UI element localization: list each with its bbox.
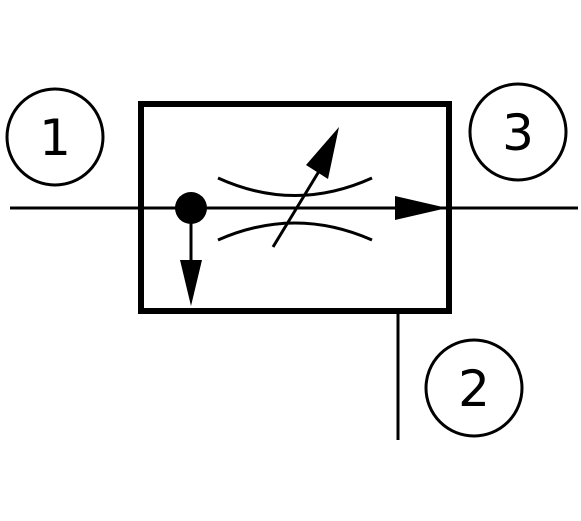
port-2-label: 2 — [458, 360, 490, 418]
throttle-curve-top — [217, 176, 373, 197]
flow-arrow-head — [395, 196, 447, 220]
down-arrow-head — [180, 260, 202, 306]
port-1-marker: 1 — [5, 87, 105, 187]
adjustable-arrow-head — [306, 127, 339, 179]
port-1-label: 1 — [39, 109, 71, 167]
port-3-circle — [468, 82, 568, 182]
port-3-label: 3 — [502, 104, 534, 162]
adjustable-arrow-stem — [271, 162, 326, 248]
valve-body — [138, 101, 452, 314]
port-1-circle — [5, 87, 105, 187]
port-2-circle — [424, 338, 524, 438]
throttle-curve-bottom — [217, 221, 373, 242]
port-2-marker: 2 — [424, 338, 524, 438]
port-3-marker: 3 — [468, 82, 568, 182]
